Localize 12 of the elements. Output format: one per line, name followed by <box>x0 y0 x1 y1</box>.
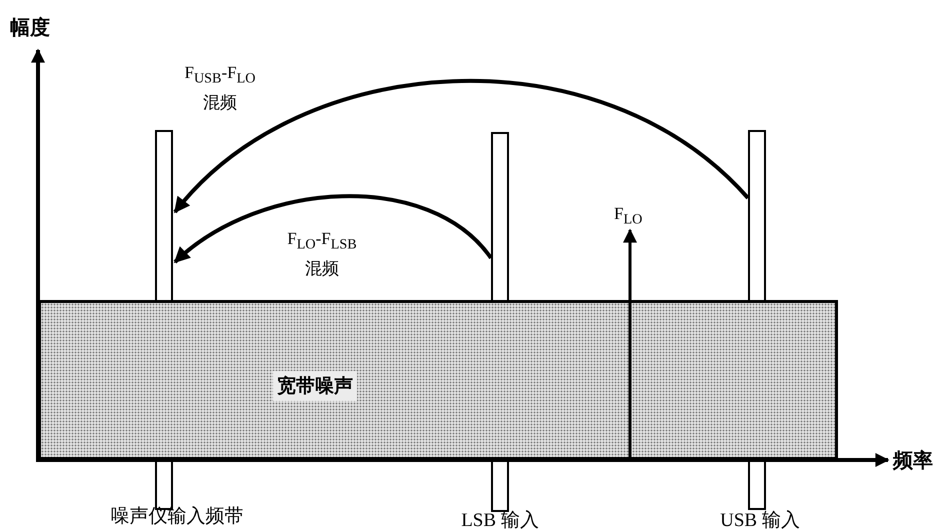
frequency-band-bar <box>491 132 509 302</box>
noise-band-box <box>38 300 838 460</box>
curved-arrow <box>174 79 750 214</box>
node-label: 宽带噪声 <box>273 371 357 401</box>
curved-arrow <box>174 194 492 264</box>
axis-label: 幅度 <box>10 14 50 41</box>
band-caption: LSB 输入 <box>461 509 539 529</box>
signal-label: F$_{LO}$ <box>614 204 642 228</box>
frequency-band-bar <box>748 130 766 302</box>
frequency-band-bar <box>155 130 173 302</box>
band-caption: USB 输入 <box>720 509 800 529</box>
axis-label: 频率 <box>893 447 933 474</box>
